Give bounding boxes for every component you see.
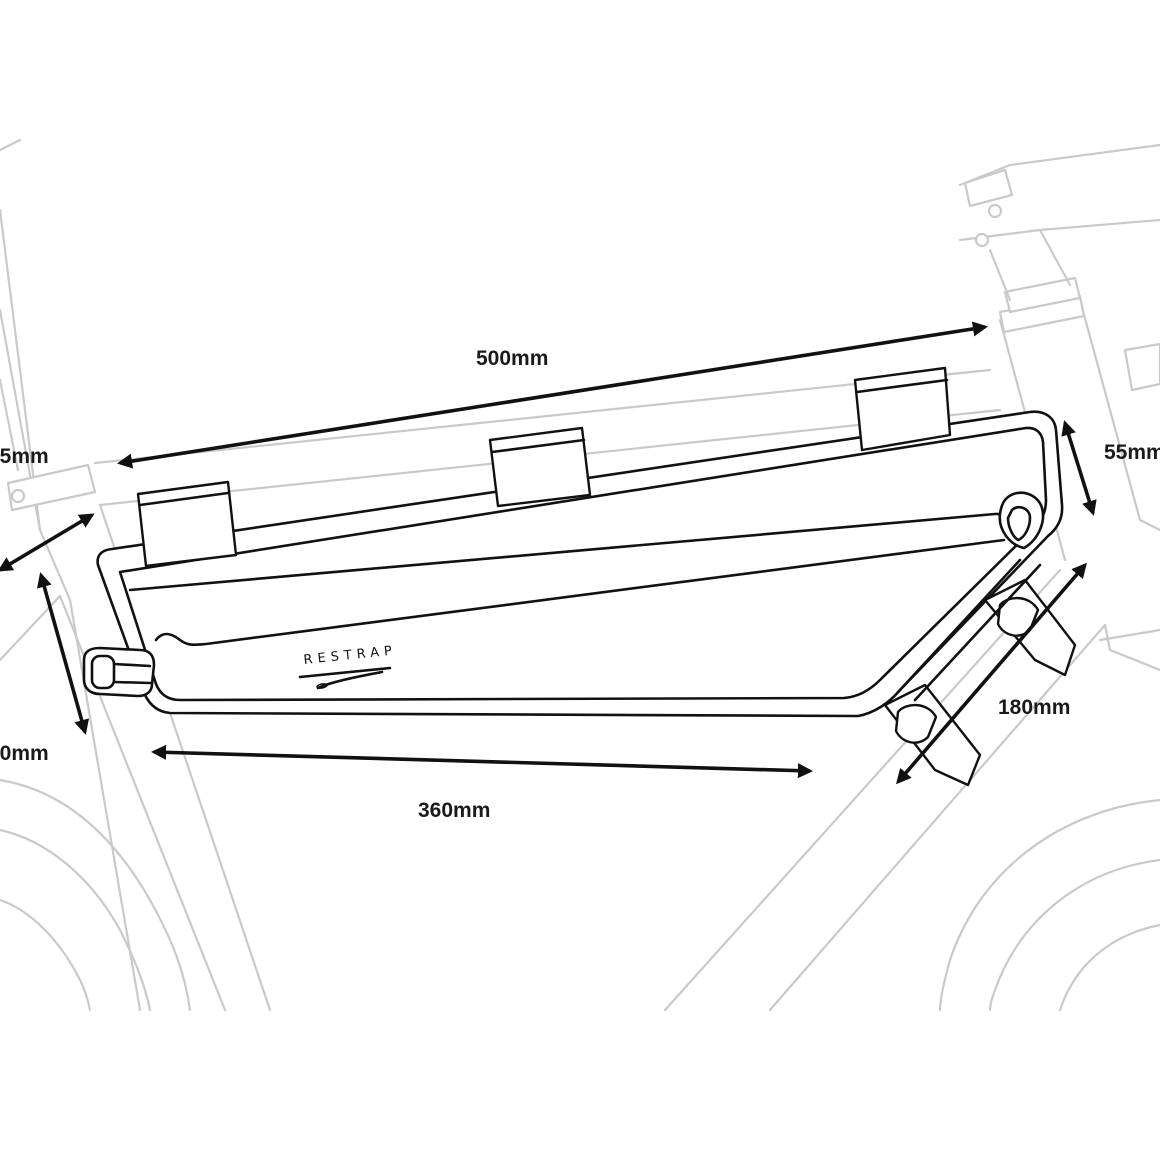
top-strap-1 — [136, 480, 238, 568]
rear-height-arrow — [1061, 420, 1097, 516]
rear-depth-arrow — [36, 572, 90, 735]
front-height-label: 55mm — [0, 445, 49, 468]
brand-underline — [298, 666, 392, 679]
frame-bag: RESTRAP — [82, 366, 1077, 787]
seat-clamp — [6, 463, 97, 512]
needle-icon — [316, 670, 384, 690]
dimension-arrows — [0, 321, 1097, 785]
rear-wheel — [0, 778, 192, 1012]
front-height-arrow — [0, 513, 95, 572]
front-depth-arrow — [896, 562, 1087, 785]
top-length-arrow — [117, 321, 988, 469]
rear-height-label: 55mm — [1104, 441, 1160, 464]
front-depth-label: 180mm — [998, 696, 1071, 719]
bag-outline — [96, 410, 1064, 718]
cable-port — [998, 491, 1045, 550]
front-wheel — [938, 798, 1160, 1012]
seat-stay — [0, 138, 22, 152]
bottom-length-label: 360mm — [418, 799, 491, 822]
top-length-label: 500mm — [476, 347, 549, 370]
top-strap-3 — [853, 366, 952, 452]
down-strap-2 — [883, 683, 982, 787]
top-strap-2 — [488, 426, 592, 508]
rear-depth-label: 80mm — [0, 742, 49, 765]
rear-buckle — [82, 646, 156, 698]
bottom-length-arrow — [150, 744, 814, 779]
cable-stop — [1123, 342, 1160, 392]
